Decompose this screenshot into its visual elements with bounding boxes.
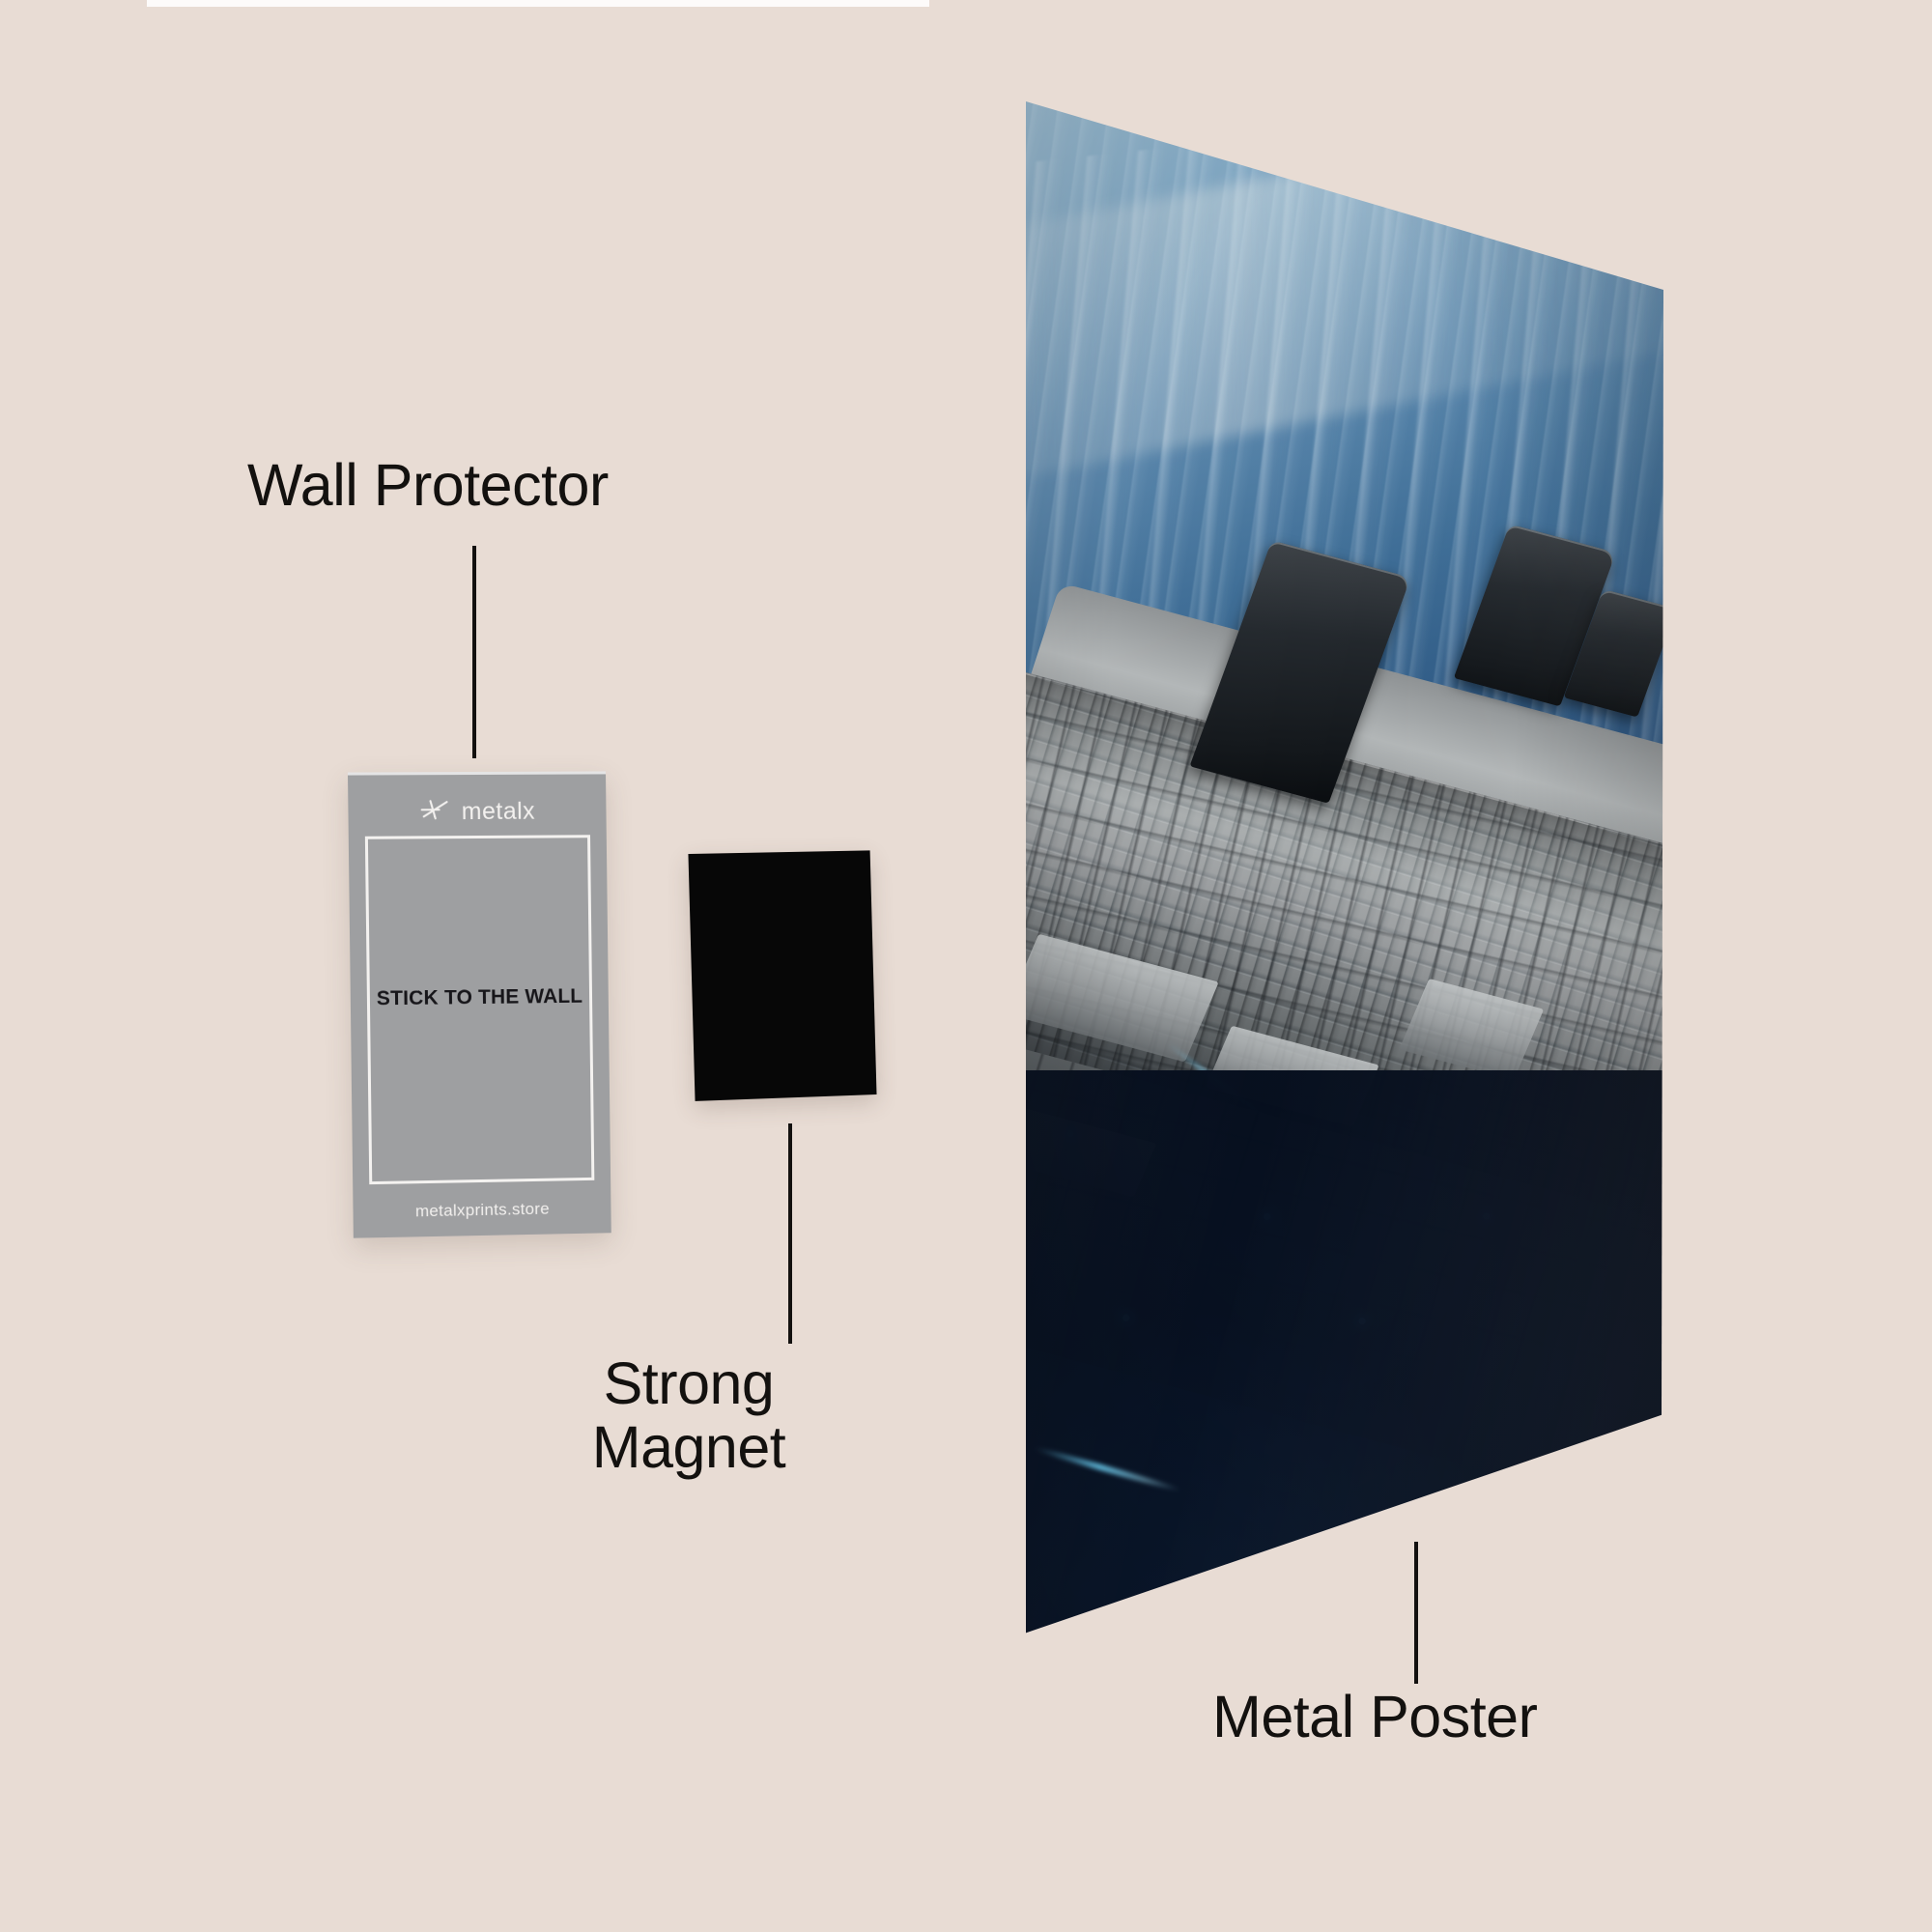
leader-line-metal-poster bbox=[1414, 1542, 1418, 1684]
wall-protector-card: metalx STICK TO THE WALL metalxprints.st… bbox=[347, 771, 611, 1238]
metalx-logo: metalx bbox=[348, 792, 606, 830]
stick-to-the-wall-text: STICK TO THE WALL bbox=[376, 984, 583, 1010]
label-strong-magnet: Strong Magnet bbox=[591, 1350, 786, 1480]
card-top-highlight bbox=[347, 771, 607, 776]
label-metal-poster: Metal Poster bbox=[1212, 1684, 1538, 1749]
poster-artwork bbox=[1025, 100, 1664, 1634]
label-wall-protector: Wall Protector bbox=[247, 452, 609, 518]
leader-line-strong-magnet bbox=[788, 1123, 792, 1344]
metalx-cross-mark-icon bbox=[420, 797, 453, 827]
strong-magnet-square bbox=[688, 850, 877, 1101]
top-white-strip bbox=[147, 0, 929, 7]
metal-poster-panel bbox=[1025, 100, 1664, 1634]
website-url-text: metalxprints.store bbox=[414, 1199, 551, 1221]
leader-line-wall-protector bbox=[472, 546, 476, 758]
artwork-deep-space-gradient bbox=[1025, 1070, 1664, 1634]
metal-poster bbox=[1024, 97, 1665, 1642]
metalx-wordmark: metalx bbox=[461, 797, 536, 825]
wall-protector-card-body: metalx STICK TO THE WALL metalxprints.st… bbox=[347, 771, 611, 1238]
